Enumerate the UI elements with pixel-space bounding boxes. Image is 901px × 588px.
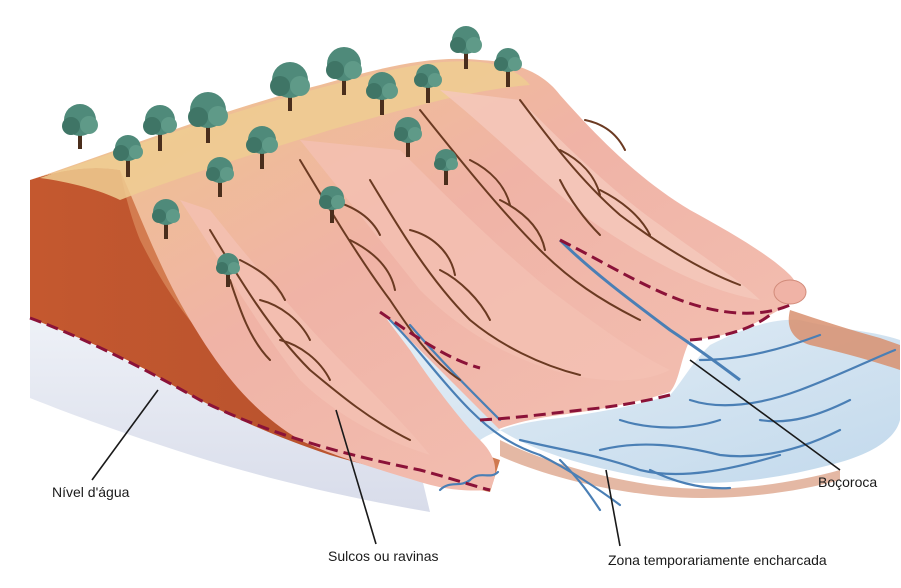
label-gully: Boçoroca xyxy=(818,474,877,490)
label-rills: Sulcos ou ravinas xyxy=(328,548,439,564)
rock-knob xyxy=(774,280,806,304)
label-water-level: Nível d'água xyxy=(52,484,129,500)
label-wet-zone: Zona temporariamente encharcada xyxy=(608,552,827,568)
tree-icon xyxy=(62,104,98,149)
